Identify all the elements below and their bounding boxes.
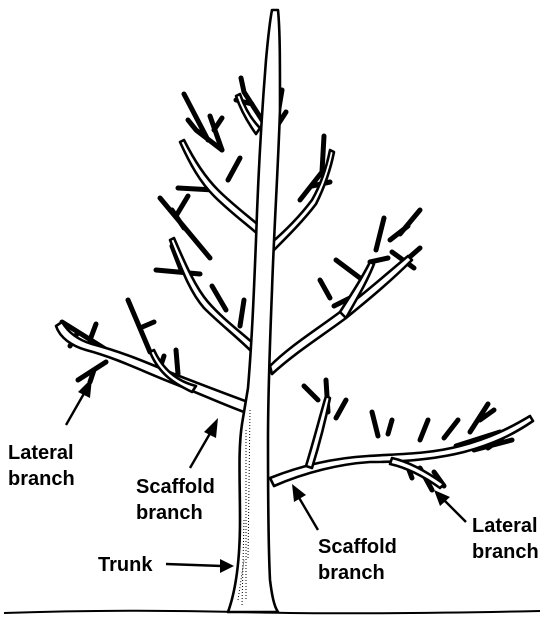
label-lateral-left-line1: Lateral [8, 442, 74, 464]
label-scaffold-right: Scaffold branch [318, 536, 397, 584]
arrow-lateral-left [66, 378, 92, 425]
arrow-scaffold-right [292, 484, 318, 530]
label-lateral-left: Lateral branch [8, 442, 75, 490]
arrow-lateral-right [434, 490, 466, 522]
label-scaffold-left-line2: branch [136, 502, 203, 524]
label-scaffold-left: Scaffold branch [136, 476, 215, 524]
tree [56, 10, 533, 612]
label-scaffold-right-line2: branch [318, 562, 385, 584]
label-trunk: Trunk [98, 554, 153, 576]
label-scaffold-right-line1: Scaffold [318, 536, 397, 558]
twigs [62, 78, 526, 490]
arrow-scaffold-left [190, 418, 218, 468]
label-trunk-text: Trunk [98, 554, 153, 576]
branches [56, 94, 533, 488]
label-scaffold-left-line1: Scaffold [136, 476, 215, 498]
label-lateral-right-line1: Lateral [472, 515, 538, 537]
label-lateral-right: Lateral branch [472, 515, 539, 563]
label-lateral-right-line2: branch [472, 541, 539, 563]
arrow-trunk [166, 559, 234, 573]
label-lateral-left-line2: branch [8, 468, 75, 490]
